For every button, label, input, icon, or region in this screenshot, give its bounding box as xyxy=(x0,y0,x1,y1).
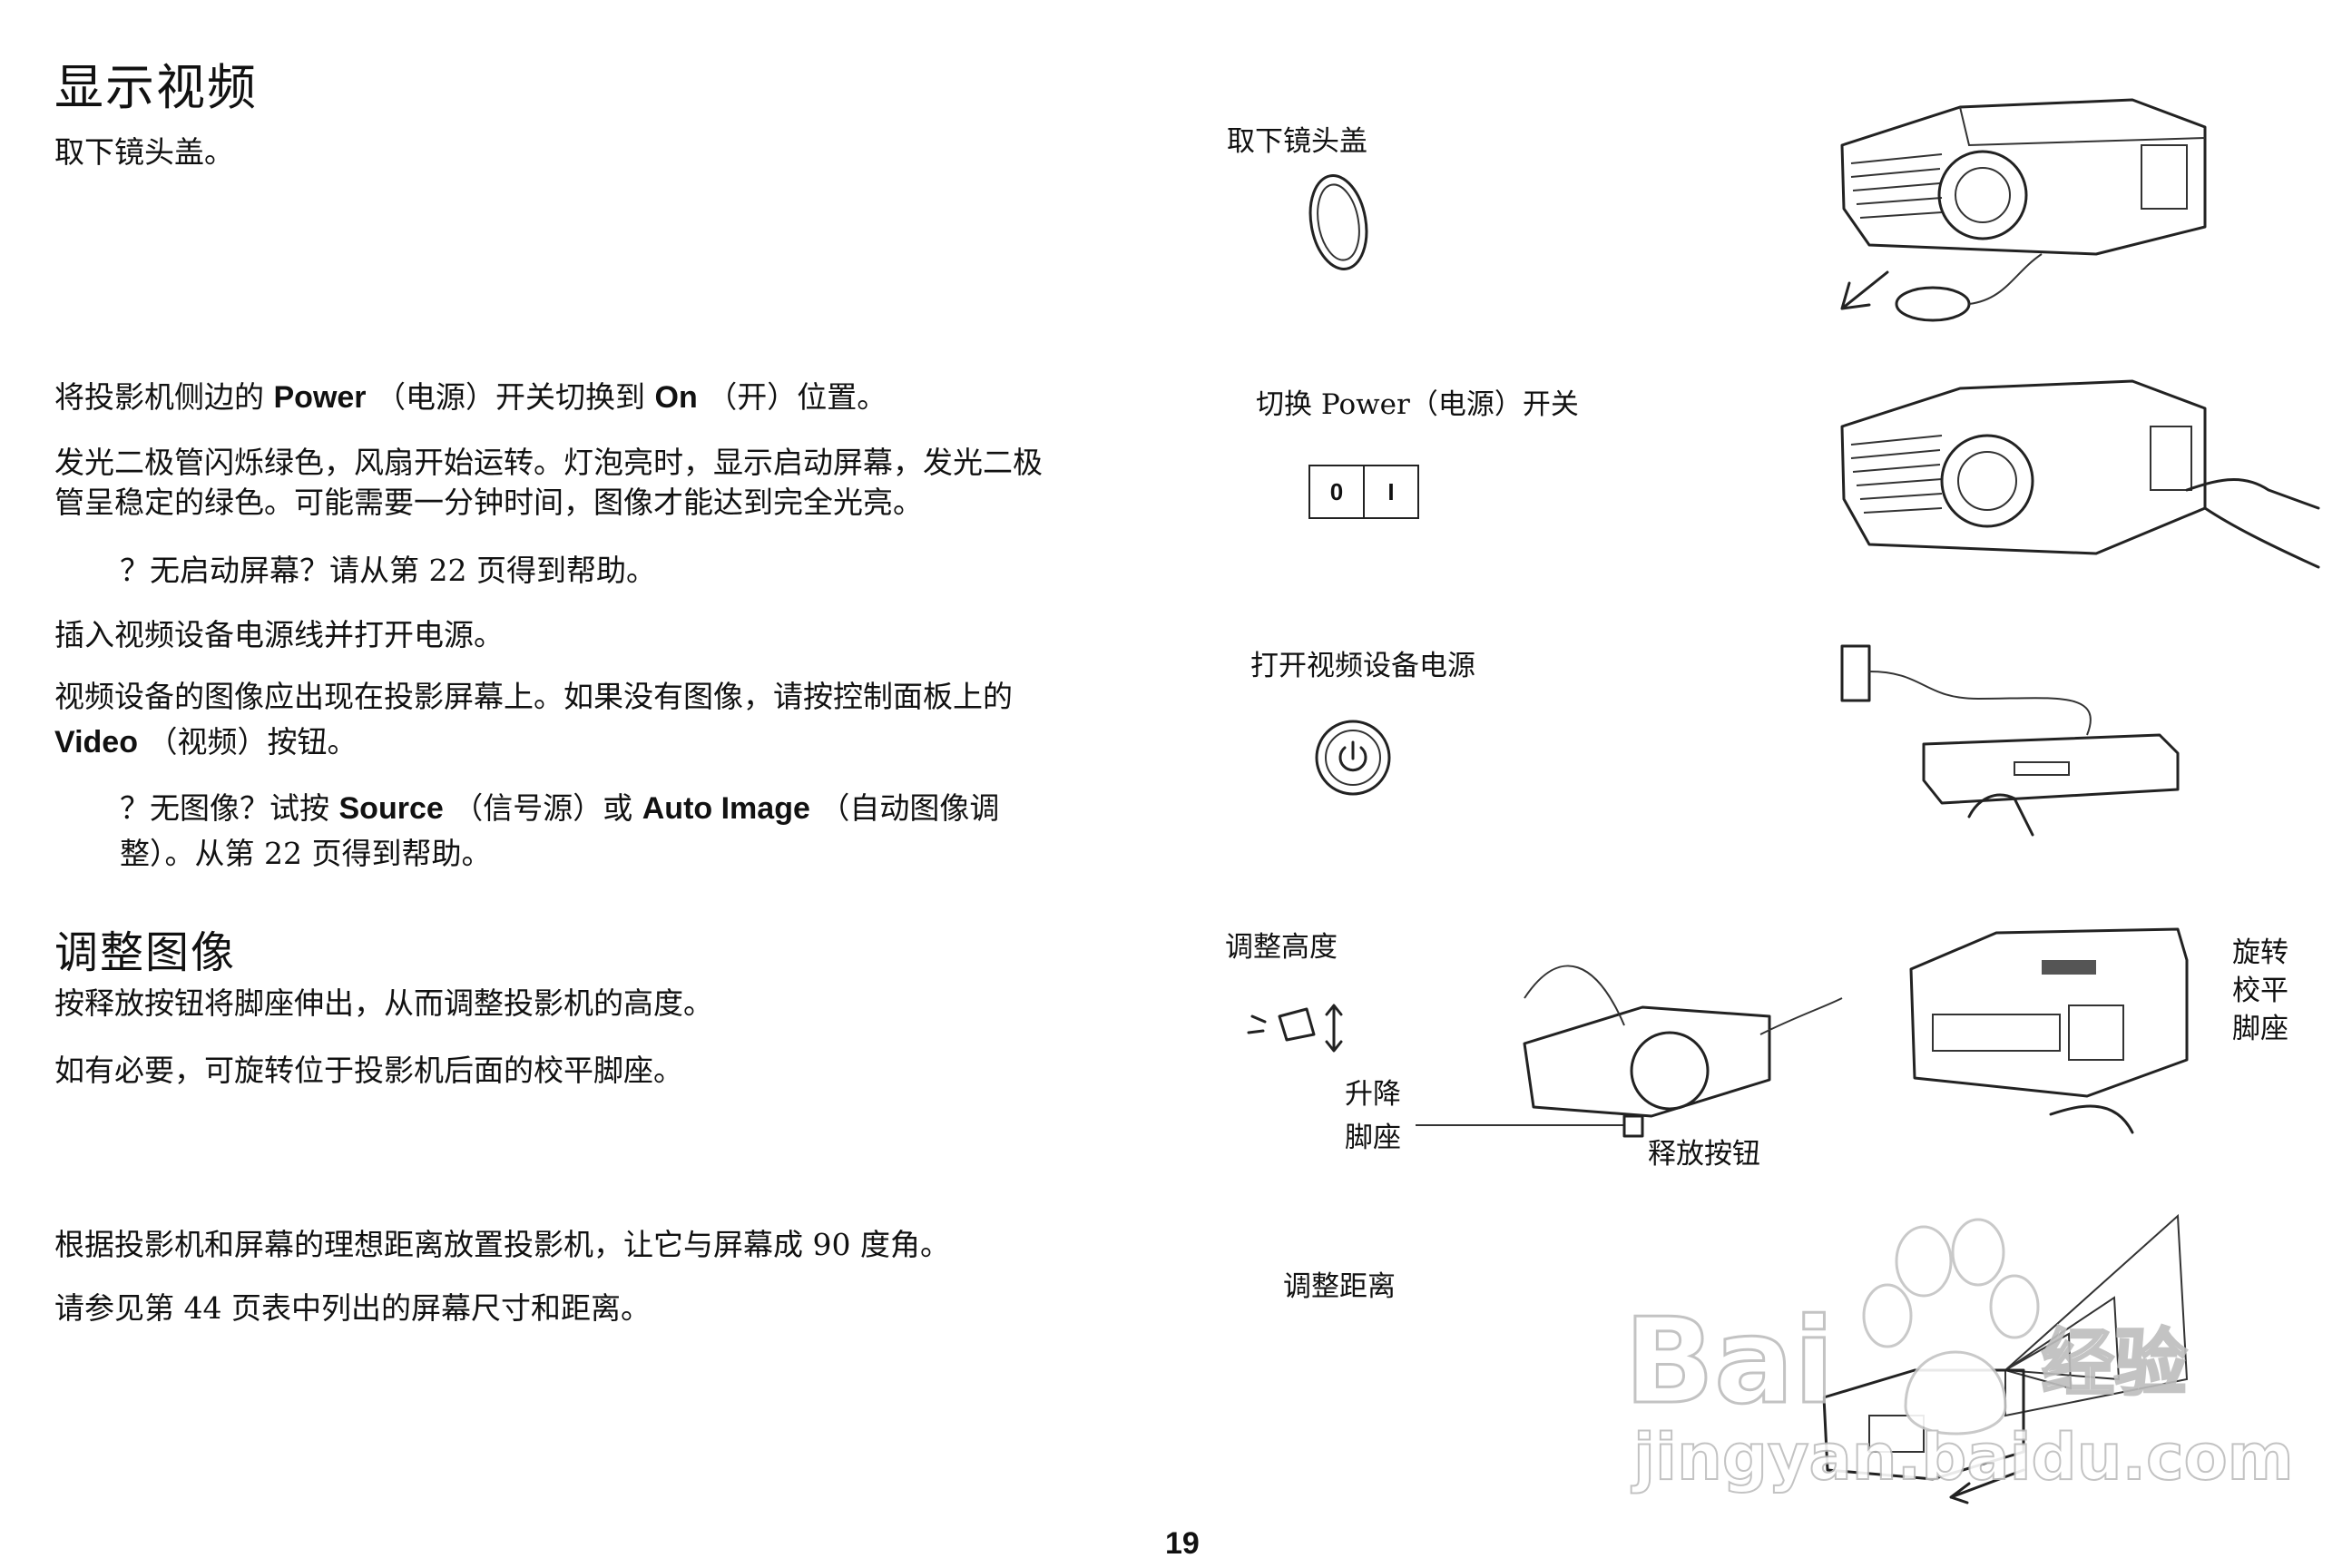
projector-back-illustration xyxy=(1909,927,2189,1134)
step-description: 管呈稳定的绿色。可能需要一分钟时间，图像才能达到完全光亮。 xyxy=(54,485,923,520)
step-see-table: 请参见第 44 页表中列出的屏幕尺寸和距离。 xyxy=(54,1290,651,1326)
note-no-image: ？无图像？试按 Source （信号源）或 Auto Image （自动图像调 xyxy=(120,786,999,831)
label-elevator-foot: 脚座 xyxy=(1345,1122,1401,1154)
step-text: （电源）开关切换到 xyxy=(366,379,655,415)
on-keyword: On xyxy=(654,380,698,415)
caption-switch-power: 切换 Power（电源）开关 xyxy=(1256,388,1579,421)
release-foot-icon xyxy=(1247,1004,1343,1053)
switch-on-label: I xyxy=(1387,477,1395,505)
note-text: ？无图像？试按 xyxy=(120,790,339,826)
projector-power-switch-illustration xyxy=(1840,379,2320,569)
step-position-projector: 根据投影机和屏幕的理想距离放置投影机，让它与屏幕成 90 度角。 xyxy=(54,1227,950,1262)
video-device-illustration xyxy=(1840,644,2180,837)
label-leveling-foot: 旋转 xyxy=(2232,936,2288,969)
step-switch-power: 将投影机侧边的 Power （电源）开关切换到 On （开）位置。 xyxy=(54,376,887,419)
switch-off-label: 0 xyxy=(1310,466,1365,517)
step-text: （开）位置。 xyxy=(697,379,887,415)
step-release-foot: 按释放按钮将脚座伸出，从而调整投影机的高度。 xyxy=(54,985,713,1021)
step-remove-lens-cap: 取下镜头盖。 xyxy=(54,134,234,170)
section-title-display-video: 显示视频 xyxy=(54,59,258,116)
step-plug-video-device: 插入视频设备电源线并打开电源。 xyxy=(54,617,504,652)
step-leveling-foot: 如有必要，可旋转位于投影机后面的校平脚座。 xyxy=(54,1053,683,1088)
watermark-site: jingyan.baidu.com xyxy=(1631,1420,2294,1494)
step-description: 发光二极管闪烁绿色，风扇开始运转。灯泡亮时，显示启动屏幕，发光二极 xyxy=(54,445,1043,480)
note-text: （信号源）或 xyxy=(443,790,642,826)
auto-image-keyword: Auto Image xyxy=(642,791,810,826)
caption-remove-lens-cap: 取下镜头盖 xyxy=(1227,125,1367,158)
label-leveling-foot: 脚座 xyxy=(2232,1013,2288,1045)
power-keyword: Power xyxy=(273,380,367,415)
note-no-startup-screen: ？无启动屏幕？请从第 22 页得到帮助。 xyxy=(120,553,656,588)
video-keyword: Video xyxy=(54,725,138,760)
power-switch: 0 I xyxy=(1308,465,1419,519)
power-button-icon xyxy=(1315,720,1391,796)
section-title-adjust-image: 调整图像 xyxy=(54,927,237,978)
caption-adjust-height: 调整高度 xyxy=(1225,931,1338,964)
source-keyword: Source xyxy=(338,791,444,826)
projector-lens-cap-illustration xyxy=(1840,98,2207,322)
label-leveling-foot: 校平 xyxy=(2232,975,2288,1007)
caption-adjust-distance: 调整距离 xyxy=(1283,1270,1396,1303)
label-release-button: 释放按钮 xyxy=(1648,1138,1760,1171)
projector-height-illustration xyxy=(1416,965,1843,1138)
watermark-brand: Bai xyxy=(1624,1292,1834,1430)
label-elevator-foot: 升降 xyxy=(1345,1078,1401,1111)
lens-cap-icon xyxy=(1308,174,1368,270)
note-text: 整）。从第 22 页得到帮助。 xyxy=(120,836,492,871)
baidu-watermark-logo: Bai 经验 jingyan.baidu.com xyxy=(1623,1218,2295,1495)
page-number: 19 xyxy=(1165,1526,1200,1561)
watermark-cn: 经验 xyxy=(2042,1321,2187,1406)
step-description: 视频设备的图像应出现在投影屏幕上。如果没有图像，请按控制面板上的 xyxy=(54,679,1013,714)
step-text: （视频）按钮。 xyxy=(137,724,358,760)
step-description: Video （视频）按钮。 xyxy=(54,720,357,764)
note-text: （自动图像调 xyxy=(809,790,1000,826)
caption-turn-on-video: 打开视频设备电源 xyxy=(1250,650,1475,682)
step-text: 将投影机侧边的 xyxy=(54,379,274,415)
